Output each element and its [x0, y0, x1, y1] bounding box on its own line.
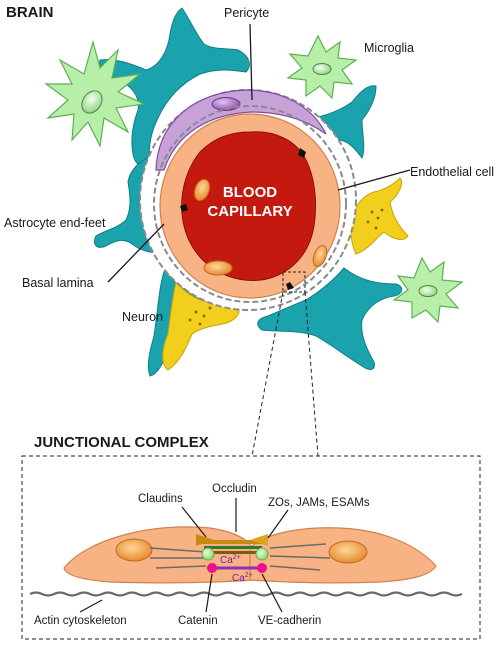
capillary-label-line1: BLOOD	[223, 184, 277, 201]
label-pericyte: Pericyte	[224, 6, 269, 20]
endothelial-ring	[159, 113, 341, 299]
label-ve-cadherin: VE-cadherin	[258, 615, 321, 627]
label-basal-lamina: Basal lamina	[22, 276, 94, 290]
label-zos-jams-esams: ZOs, JAMs, ESAMs	[268, 497, 370, 509]
pericyte-cell	[155, 89, 327, 171]
microglia-cells	[44, 34, 464, 324]
capillary-label-line2: CAPILLARY	[207, 203, 292, 220]
calcium-label-lower: Ca2+	[232, 572, 253, 584]
junction-leader-lines	[79, 498, 289, 613]
neuron-right	[350, 177, 409, 255]
calcium-upper-superscript: 2+	[233, 554, 241, 561]
microglia-cell-top-right	[286, 34, 358, 100]
label-astrocyte-end-feet: Astrocyte end-feet	[4, 216, 106, 230]
calcium-label-upper: Ca2+	[220, 554, 241, 566]
calcium-upper-base: Ca	[220, 555, 233, 566]
label-endothelial-cell: Endothelial cell	[410, 165, 494, 179]
adherens-junction	[207, 563, 267, 573]
capillary-lumen	[181, 131, 317, 281]
label-actin-cytoskeleton: Actin cytoskeleton	[34, 615, 127, 627]
microglia-cell-bottom-right	[392, 256, 464, 324]
zo-proteins	[201, 547, 269, 561]
leader-lines	[107, 23, 411, 283]
inner-basal-lamina	[153, 105, 347, 303]
actin-filaments	[149, 543, 331, 571]
tight-junction-strands	[196, 534, 268, 554]
brain-title: BRAIN	[6, 4, 54, 21]
label-neuron: Neuron	[122, 310, 163, 324]
label-microglia: Microglia	[364, 41, 414, 55]
calcium-lower-superscript: 2+	[245, 572, 253, 579]
label-occludin: Occludin	[212, 483, 257, 495]
label-catenin: Catenin	[178, 615, 218, 627]
calcium-lower-base: Ca	[232, 573, 245, 584]
junction-basal-lamina	[29, 591, 463, 597]
junction-title: JUNCTIONAL COMPLEX	[34, 434, 209, 451]
zoom-box	[282, 271, 306, 293]
label-claudins: Claudins	[138, 493, 183, 505]
microglia-cell-left	[44, 39, 147, 148]
